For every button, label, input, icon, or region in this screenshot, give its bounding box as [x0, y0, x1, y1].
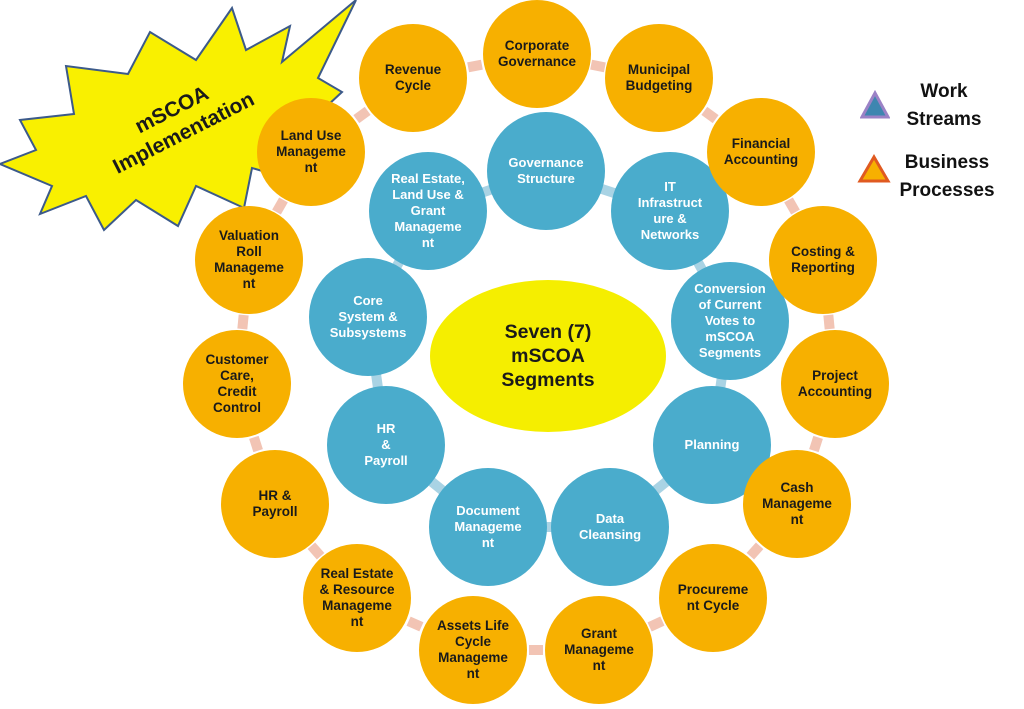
inner-ring-connector: [541, 522, 557, 532]
outer-ring-connector: [249, 435, 263, 453]
work-stream-core-system: Core System & Subsystems: [309, 258, 427, 376]
legend-work-streams: Work Streams: [906, 81, 982, 130]
process-customer-care: Customer Care, Credit Control: [183, 330, 291, 438]
outer-ring-connector: [823, 314, 835, 330]
outer-ring-connector: [353, 106, 371, 124]
inner-ring-connector: [370, 372, 384, 390]
outer-ring-connector: [307, 542, 325, 560]
work-stream-data-cleansing: Data Cleansing: [551, 468, 669, 586]
triangle-orange-icon: [857, 154, 891, 183]
outer-ring-connector: [467, 59, 483, 73]
outer-ring-connector: [529, 645, 543, 655]
work-stream-governance-structure: Governance Structure: [487, 112, 605, 230]
process-project-accounting: Project Accounting: [781, 330, 889, 438]
process-grant-management: Grant Manageme nt: [545, 596, 653, 704]
process-costing-reporting: Costing & Reporting: [769, 206, 877, 314]
center-label: Seven (7) mSCOA Segments: [501, 321, 595, 391]
outer-ring-connector: [746, 542, 764, 560]
process-assets-life-cycle: Assets Life Cycle Manageme nt: [419, 596, 527, 704]
process-hr-payroll: HR & Payroll: [221, 450, 329, 558]
process-cash-management: Cash Manageme nt: [743, 450, 851, 558]
outer-ring-connector: [237, 314, 249, 330]
outer-ring-connector: [647, 616, 665, 632]
process-financial-accounting: Financial Accounting: [707, 98, 815, 206]
outer-ring-connector: [406, 616, 424, 632]
work-stream-it-infrastructure: IT Infrastruct ure & Networks: [611, 152, 729, 270]
process-municipal-budgeting: Municipal Budgeting: [605, 24, 713, 132]
process-procurement-cycle: Procureme nt Cycle: [659, 544, 767, 652]
work-stream-conversion-votes: Conversion of Current Votes to mSCOA Seg…: [671, 262, 789, 380]
work-stream-real-estate-land-use-grant: Real Estate, Land Use & Grant Manageme n…: [369, 152, 487, 270]
outer-ring-connector: [272, 197, 288, 215]
legend-business-processes: Business Processes: [899, 152, 995, 201]
outer-ring-connector: [701, 106, 719, 124]
work-stream-hr-payroll: HR & Payroll: [327, 386, 445, 504]
starburst-shape: [0, 0, 357, 232]
process-valuation-roll: Valuation Roll Manageme nt: [195, 206, 303, 314]
work-stream-document-management: Document Manageme nt: [429, 468, 547, 586]
outer-ring-connector: [784, 197, 800, 215]
process-corporate-governance: Corporate Governance: [483, 0, 591, 108]
outer-ring-connector: [809, 435, 823, 453]
outer-ring-connector: [590, 59, 606, 73]
process-real-estate-resource: Real Estate & Resource Manageme nt: [303, 544, 411, 652]
process-revenue-cycle: Revenue Cycle: [359, 24, 467, 132]
center-segments: Seven (7) mSCOA Segments: [430, 280, 666, 432]
triangle-blue-icon: [860, 90, 890, 119]
process-land-use-management: Land Use Manageme nt: [257, 98, 365, 206]
